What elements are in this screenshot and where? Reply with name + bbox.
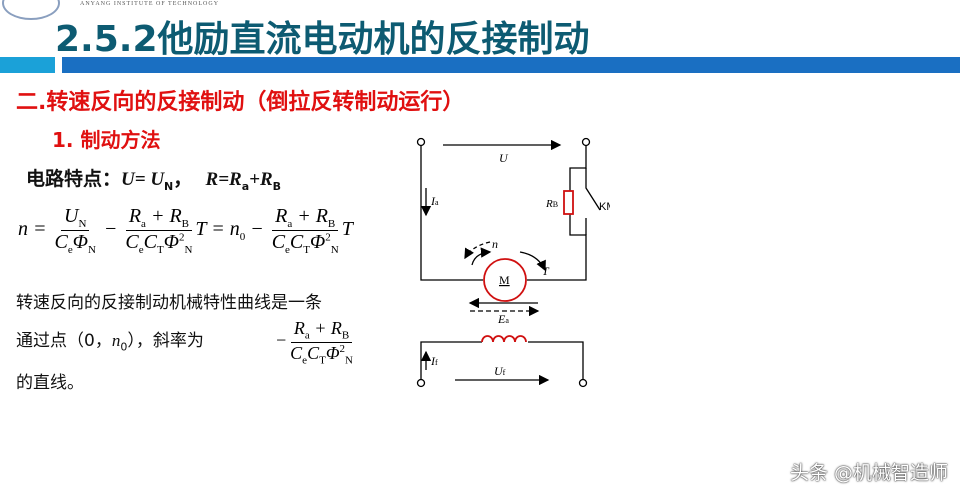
section-heading: 二.转速反向的反接制动（倒拉反转制动运行） [16,90,465,115]
rb-resistor [563,190,574,215]
subsection-heading: 1. 制动方法 [52,128,161,152]
svg-text:RB: RB [545,198,558,210]
motor-circuit-diagram: U Ia RB KM1 n T M Ea If Uf [416,137,610,388]
svg-text:U: U [499,151,509,165]
svg-text:T: T [542,264,550,278]
watermark: 头条 @机械智造师 [789,462,948,484]
title-bar [62,57,960,73]
n-arrow [471,247,492,266]
svg-text:If: If [430,354,438,368]
svg-text:Ea: Ea [497,312,509,326]
field-coil [481,335,527,343]
slide-title: 2.5.2他励直流电动机的反接制动 [55,19,590,60]
km1-switch [585,168,601,235]
svg-text:Ia: Ia [430,194,439,208]
svg-text:Uf: Uf [494,364,506,378]
institute-name: ANYANG INSTITUTE OF TECHNOLOGY [80,1,220,7]
description-line-2: 通过点（0，n0），斜率为 [16,331,204,354]
torque-arrow [519,251,546,272]
svg-text:KM1: KM1 [599,201,610,213]
circuit-feature: 电路特点：U= UN， R=Ra+RB [26,168,282,193]
n-reverse-arrow [464,241,491,260]
motor-icon [483,258,527,302]
svg-text:n: n [492,237,498,251]
description-line-3: 的直线。 [16,373,84,393]
title-bar-accent [0,57,55,73]
description-line-1: 转速反向的反接制动机械特性曲线是一条 [16,293,322,313]
svg-text:M: M [499,273,510,287]
field-wire [420,341,584,380]
school-logo [2,0,60,20]
